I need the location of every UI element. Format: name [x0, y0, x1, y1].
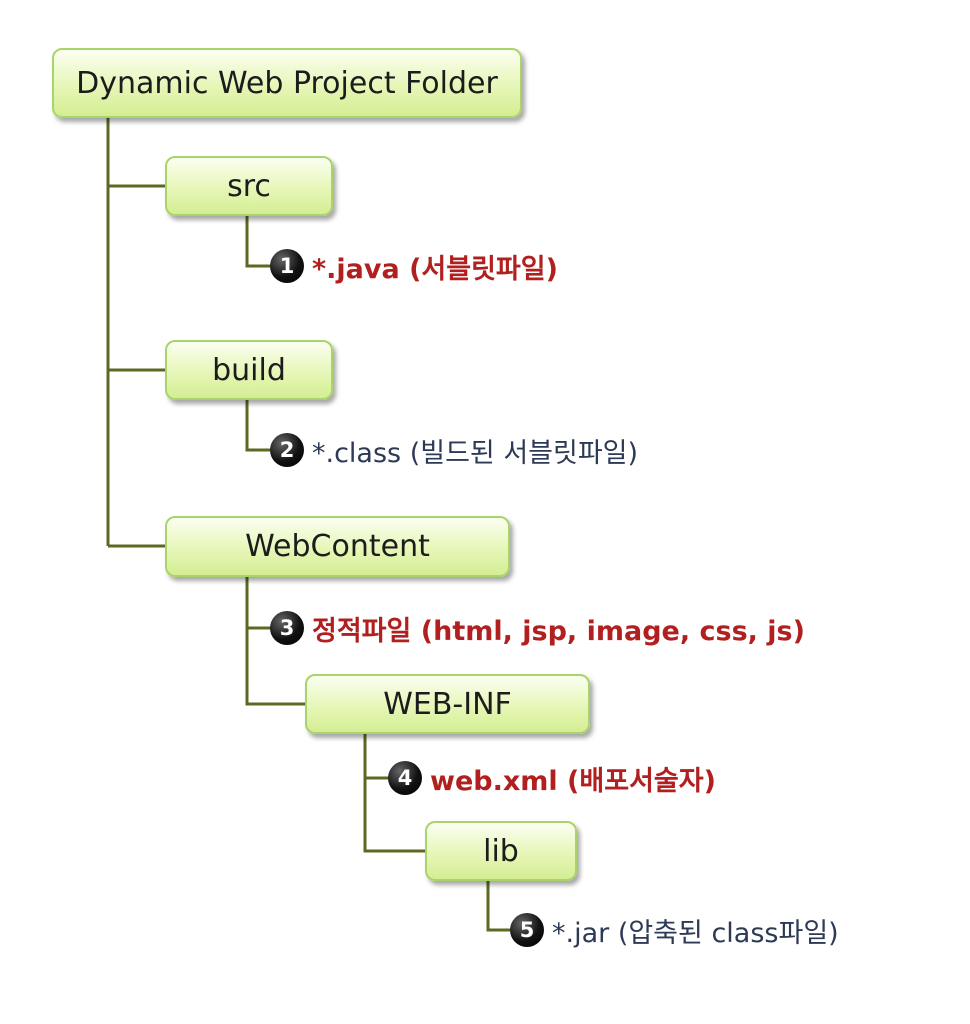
number-badge-4: 4 — [388, 761, 422, 795]
folder-webcontent-label: WebContent — [245, 529, 430, 564]
annotation-static: 3 정적파일 (html, jsp, image, css, js) — [270, 608, 805, 648]
annotation-java-text: *.java (서블릿파일) — [312, 253, 558, 285]
annotation-webxml-text: web.xml (배포서술자) — [430, 765, 716, 797]
annotation-class: 2 *.class (빌드된 서블릿파일) — [270, 430, 638, 470]
number-badge-3: 3 — [270, 611, 304, 645]
connector-webcontent-trunk — [245, 577, 305, 706]
annotation-jar: 5 *.jar (압축된 class파일) — [510, 910, 839, 950]
folder-webinf-label: WEB-INF — [383, 686, 512, 722]
annotation-webxml: 4 web.xml (배포서술자) — [388, 758, 716, 798]
folder-lib-label: lib — [483, 833, 519, 869]
number-badge-2: 2 — [270, 433, 304, 467]
connector-webinf-trunk — [363, 734, 425, 853]
folder-lib: lib — [425, 821, 577, 881]
number-badge-1: 1 — [270, 249, 304, 283]
annotation-static-text: 정적파일 (html, jsp, image, css, js) — [312, 615, 805, 647]
annotation-jar-text: *.jar (압축된 class파일) — [552, 917, 839, 949]
folder-root-label: Dynamic Web Project Folder — [76, 65, 498, 101]
folder-build-label: build — [212, 352, 286, 388]
folder-src: src — [165, 156, 333, 216]
folder-webinf: WEB-INF — [305, 674, 590, 734]
folder-build: build — [165, 340, 333, 400]
annotation-class-text: *.class (빌드된 서블릿파일) — [312, 437, 639, 469]
number-badge-5: 5 — [510, 913, 544, 947]
folder-root: Dynamic Web Project Folder — [52, 48, 522, 118]
folder-webcontent: WebContent — [165, 516, 510, 577]
annotation-java: 1 *.java (서블릿파일) — [270, 246, 558, 286]
folder-src-label: src — [227, 168, 271, 204]
